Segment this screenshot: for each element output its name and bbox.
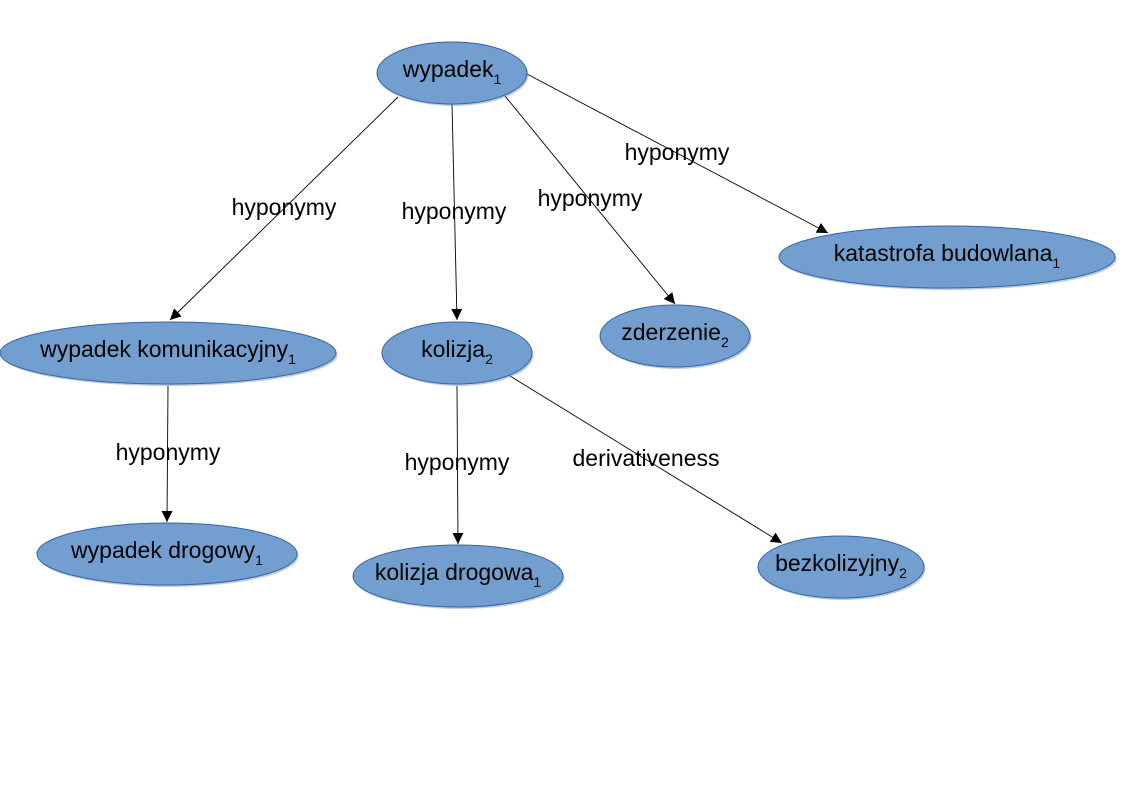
node-label-subscript: 1 <box>533 574 541 590</box>
node-label-text: katastrofa budowlana <box>834 240 1053 266</box>
node-label-text: bezkolizyjny <box>775 550 899 576</box>
node-kolizja: kolizja2 <box>381 321 534 386</box>
node-label-subscript: 1 <box>1052 255 1060 271</box>
node-label-subscript: 1 <box>288 351 296 367</box>
node-label-text: wypadek drogowy <box>70 537 256 563</box>
node-label: bezkolizyjny2 <box>775 550 907 581</box>
node-label: kolizja drogowa1 <box>375 559 542 590</box>
node-katastrofa-budowlana: katastrofa budowlana1 <box>778 225 1117 290</box>
node-label-text: kolizja drogowa <box>375 559 534 585</box>
node-label-text: wypadek komunikacyjny <box>39 336 289 362</box>
node-ellipse <box>36 522 298 586</box>
node-label: wypadek drogowy1 <box>70 537 263 568</box>
node-wypadek-drogowy: wypadek drogowy1 <box>36 522 299 587</box>
node-zderzenie: zderzenie2 <box>599 304 752 369</box>
node-label: zderzenie2 <box>621 319 729 350</box>
node-ellipse <box>381 321 533 385</box>
node-bezkolizyjny: bezkolizyjny2 <box>757 535 926 600</box>
node-ellipse <box>757 535 925 599</box>
edge-labels-layer: hyponymy hyponymy hyponymy hyponymy hyponymy… <box>116 139 730 475</box>
edge-label-wypadek-to-zderzenie: hyponymy <box>538 185 643 211</box>
edge-label-wypadek-to-katastrofa-budowlana: hyponymy <box>625 139 730 165</box>
edge-arrow-wypadek-to-katastrofa-budowlana <box>526 73 829 234</box>
node-ellipse <box>0 321 337 385</box>
edge-label-kolizja-to-kolizja-drogowa: hyponymy <box>405 449 510 475</box>
node-label-subscript: 2 <box>899 565 907 581</box>
edges-layer <box>161 73 829 545</box>
node-ellipse <box>376 41 528 105</box>
node-label-subscript: 2 <box>485 351 493 367</box>
node-wypadek-komunikacyjny: wypadek komunikacyjny1 <box>0 321 338 386</box>
node-kolizja-drogowa: kolizja drogowa1 <box>352 544 565 609</box>
edge-arrow-wypadek-to-wypadek-komunikacyjny <box>169 96 399 321</box>
node-label: katastrofa budowlana1 <box>834 240 1061 271</box>
edge-label-wypadek-komunikacyjny-to-wypadek-drogowy: hyponymy <box>116 439 221 465</box>
node-label: wypadek1 <box>402 56 502 87</box>
edge-label-wypadek-to-kolizja: hyponymy <box>402 198 507 224</box>
edge-arrow-wypadek-to-kolizja <box>451 103 463 321</box>
node-ellipse <box>778 225 1116 289</box>
node-ellipse <box>352 544 564 608</box>
edge-label-wypadek-to-wypadek-komunikacyjny: hyponymy <box>232 194 337 220</box>
node-ellipse <box>599 304 751 368</box>
edge-arrow-kolizja-to-bezkolizyjny <box>509 375 783 544</box>
edge-arrow-kolizja-to-kolizja-drogowa <box>452 385 464 545</box>
node-label-subscript: 2 <box>721 334 729 350</box>
node-label-text: zderzenie <box>621 319 721 345</box>
node-label-subscript: 1 <box>493 71 501 87</box>
node-label-text: kolizja <box>421 336 485 362</box>
node-label-text: wypadek <box>402 56 494 82</box>
node-label-subscript: 1 <box>255 552 263 568</box>
edge-arrow-wypadek-to-zderzenie <box>504 95 676 305</box>
node-label: kolizja2 <box>421 336 493 367</box>
edge-arrow-wypadek-komunikacyjny-to-wypadek-drogowy <box>161 385 173 523</box>
edge-label-kolizja-to-bezkolizyjny: derivativeness <box>572 445 719 471</box>
node-label: wypadek komunikacyjny1 <box>39 336 296 367</box>
node-wypadek: wypadek1 <box>376 41 529 106</box>
